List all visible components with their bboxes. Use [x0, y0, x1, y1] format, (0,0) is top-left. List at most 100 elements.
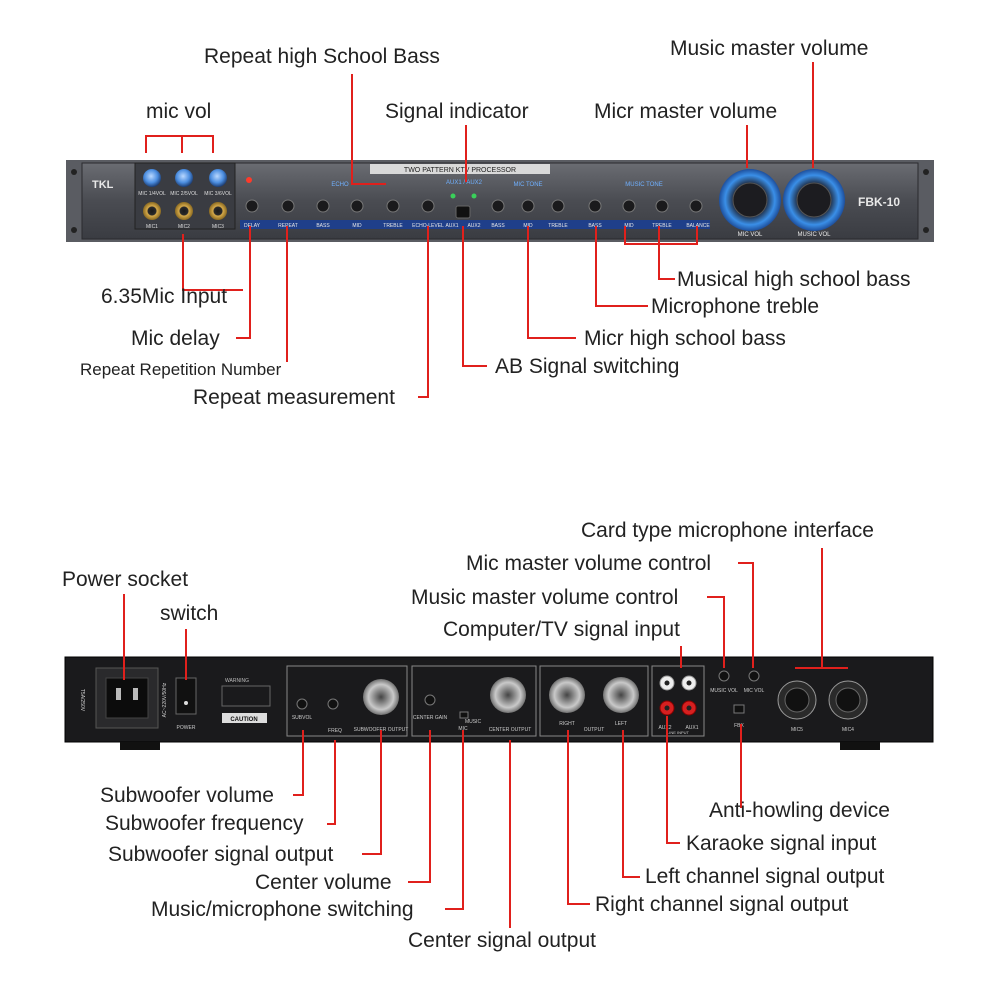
knob-label: AUX2: [467, 223, 480, 229]
callout-lines: [123, 62, 848, 928]
label-mic-input: 6.35Mic Input: [101, 285, 228, 308]
label-micr-master-volume: Micr master volume: [594, 100, 778, 123]
mic2-knob-label: MIC 2/5VOL: [170, 191, 198, 197]
callout-line-sub-frequency: [327, 740, 336, 825]
left-label: LEFT: [615, 721, 627, 727]
mic1-jack-label: MIC1: [146, 224, 158, 230]
callout-line-left-output: [622, 730, 640, 878]
label-microphone-treble: Microphone treble: [651, 295, 820, 318]
label-right-channel-signal-output: Right channel signal output: [595, 893, 849, 916]
mic1-vol-knob[interactable]: [143, 169, 161, 187]
balance-knob[interactable]: [689, 199, 703, 213]
fbx-button[interactable]: [733, 704, 745, 714]
ab-switch-button[interactable]: [455, 205, 471, 219]
knob-label: AUX1: [445, 223, 458, 229]
mic2-vol-knob[interactable]: [175, 169, 193, 187]
label-music-microphone-switching: Music/microphone switching: [151, 898, 414, 921]
label-center-volume: Center volume: [255, 871, 392, 894]
right-xlr-output[interactable]: [549, 677, 585, 713]
mic-tone-group-label: MIC TONE: [513, 182, 542, 188]
left-xlr-output[interactable]: [603, 677, 639, 713]
echo-bass-knob[interactable]: [316, 199, 330, 213]
mic3-knob-label: MIC 3/6VOL: [204, 191, 232, 197]
rear-panel: T5A/250V AC~220V/50Hz POWER WARNING CAUT…: [64, 656, 934, 750]
label-repeat-repetition-number: Repeat Repetition Number: [80, 360, 282, 379]
center-volume-knob[interactable]: [424, 694, 436, 706]
delay-knob[interactable]: [245, 199, 259, 213]
echo-group-label: ECHO: [331, 182, 349, 188]
fuse-label: T5A/250V: [79, 689, 85, 712]
callout-line-musical-bass-span: [624, 226, 698, 245]
front-label-strip: [240, 220, 710, 229]
knob-label: MID: [624, 223, 634, 229]
mic3-jack[interactable]: [209, 202, 227, 220]
aux1-led: [450, 193, 456, 199]
mic4-label: MIC4: [842, 727, 854, 733]
aux2-label: AUX2: [658, 725, 671, 731]
center-output-label: CENTER OUTPUT: [489, 727, 532, 733]
label-subwoofer-signal-output: Subwoofer signal output: [108, 843, 334, 866]
subwoofer-xlr-output[interactable]: [363, 679, 399, 715]
warning-title: WARNING: [225, 678, 249, 684]
callout-line-mic-treble: [595, 226, 648, 307]
voltage-label: AC~220V/50Hz: [162, 682, 168, 717]
echo-mid-knob[interactable]: [350, 199, 364, 213]
subwoofer-module: [286, 665, 408, 737]
mic-bass-knob[interactable]: [491, 199, 505, 213]
callout-line-micr-bass: [527, 226, 576, 339]
music-mid-knob[interactable]: [622, 199, 636, 213]
echo-level-knob[interactable]: [421, 199, 435, 213]
center-xlr-output[interactable]: [490, 677, 526, 713]
right-label: RIGHT: [559, 721, 575, 727]
repeat-knob[interactable]: [281, 199, 295, 213]
label-computer-tv-signal-input: Computer/TV signal input: [443, 618, 680, 641]
mic2-jack-label: MIC2: [178, 224, 190, 230]
stereo-output-module: [539, 665, 649, 737]
music-treble-knob[interactable]: [655, 199, 669, 213]
power-switch[interactable]: [175, 677, 197, 715]
mic2-jack[interactable]: [175, 202, 193, 220]
mic1-jack[interactable]: [143, 202, 161, 220]
mic-vol-label: MIC VOL: [738, 232, 763, 238]
callout-line-music-master-ctrl: [707, 596, 725, 668]
callout-line-karaoke-input: [666, 716, 680, 844]
mic3-jack-label: MIC3: [212, 224, 224, 230]
knob-label: TREBLE: [652, 223, 672, 229]
mic-mid-knob[interactable]: [521, 199, 535, 213]
label-subwoofer-frequency: Subwoofer frequency: [105, 812, 304, 835]
music-bass-knob[interactable]: [588, 199, 602, 213]
callout-line-ab-switch: [462, 226, 487, 367]
label-mic-master-volume-control: Mic master volume control: [466, 552, 712, 575]
callout-line-sub-output: [362, 730, 382, 855]
output-label: OUTPUT: [584, 727, 605, 733]
knob-label: DELAY: [244, 223, 261, 229]
freq-label: FREQ: [328, 728, 342, 734]
echo-treble-knob[interactable]: [386, 199, 400, 213]
mic-treble-knob[interactable]: [551, 199, 565, 213]
label-repeat-high-school-bass: Repeat high School Bass: [204, 45, 440, 68]
subwoofer-frequency-knob[interactable]: [327, 698, 339, 710]
label-mic-delay: Mic delay: [131, 327, 220, 350]
label-mic-vol: mic vol: [146, 100, 212, 123]
rear-music-vol-knob[interactable]: [718, 670, 730, 682]
rear-mic-vol-label: MIC VOL: [744, 688, 765, 694]
knob-label: BASS: [491, 223, 505, 229]
label-center-signal-output: Center signal output: [408, 929, 596, 952]
model-label: FBK-10: [858, 195, 900, 209]
music-label: MUSIC: [465, 719, 482, 725]
label-karaoke-signal-input: Karaoke signal input: [686, 832, 877, 855]
music-tone-group-label: MUSIC TONE: [625, 182, 662, 188]
label-music-master-volume-control: Music master volume control: [411, 586, 679, 609]
center-gain-label: CENTER GAIN: [413, 715, 448, 721]
knob-label: MID: [352, 223, 362, 229]
subwoofer-volume-knob[interactable]: [296, 698, 308, 710]
callout-line-mic-input: [182, 234, 243, 291]
line-input-label: LINE INPUT: [667, 730, 690, 735]
mic3-vol-knob[interactable]: [209, 169, 227, 187]
aux-group-label: AUX1 / AUX2: [446, 180, 483, 186]
label-micr-high-school-bass: Micr high school bass: [584, 327, 786, 350]
music-mic-switch[interactable]: [459, 711, 469, 719]
rear-music-vol-label: MUSIC VOL: [710, 688, 738, 694]
rear-mic-vol-knob[interactable]: [748, 670, 760, 682]
